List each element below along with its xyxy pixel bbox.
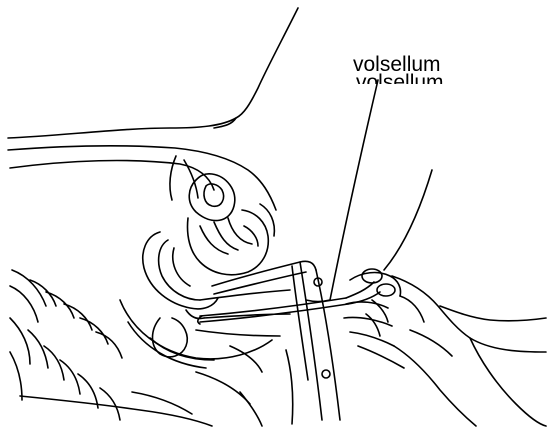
speculum <box>212 261 340 420</box>
peritoneal-folds <box>10 156 214 200</box>
sacrum-vertebrae <box>10 270 122 420</box>
bladder <box>143 232 218 309</box>
abdominal-wall-outline <box>8 8 298 210</box>
label-leader-lines <box>330 80 432 300</box>
volsellum-label-duplicate: volsellum <box>356 71 444 84</box>
uterus <box>188 174 275 275</box>
